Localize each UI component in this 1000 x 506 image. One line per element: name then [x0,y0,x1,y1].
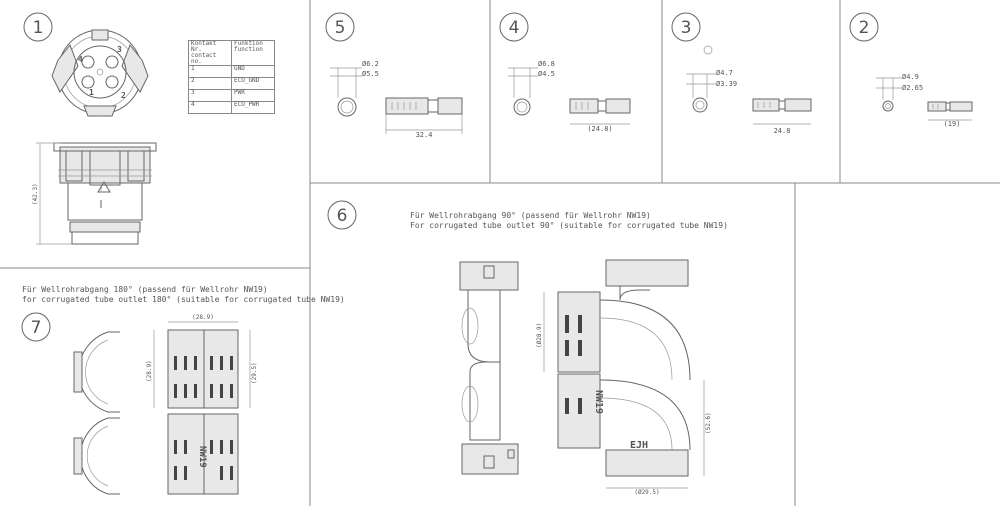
connector-front-view: 4 3 1 2 [51,29,149,117]
svg-text:NW19: NW19 [593,390,604,414]
s6-caption-en: For corrugated tube outlet 90° (suitable… [410,221,728,230]
table-row: 1 GND [188,65,275,78]
svg-text:(24.8): (24.8) [587,125,612,133]
tube-outlet-180-halves [73,331,120,495]
svg-text:(29.5): (29.5) [251,362,258,384]
svg-text:7: 7 [31,318,42,338]
svg-text:2: 2 [859,18,870,38]
table-row: 3 PWR [188,89,275,102]
svg-text:Ø5.5: Ø5.5 [362,70,379,78]
tube-outlet-180-front: NW19 (28.9) (28.9) (29.5) [146,314,258,495]
s7-caption-de: Für Wellrohrabgang 180° (passend für Wel… [22,285,268,294]
section-number-4: 4 [499,12,529,42]
svg-text:Ø3.39: Ø3.39 [716,80,737,88]
svg-text:Ø2.65: Ø2.65 [902,84,923,92]
contact-4-drawing: Ø6.8 Ø4.5 (24.8) [508,60,631,133]
svg-text:Ø4.9: Ø4.9 [902,73,919,81]
svg-text:(28.9): (28.9) [146,360,153,382]
svg-text:2: 2 [121,91,126,100]
svg-text:3: 3 [681,18,692,38]
tube-outlet-90-front: NW19 EJH (Ø28.9) (52.6) (Ø29.5) [536,259,712,496]
section-number-3: 3 [671,12,701,42]
svg-text:(Ø29.5): (Ø29.5) [634,489,659,496]
section-number-2: 2 [849,12,879,42]
contact-2-drawing: Ø4.9 Ø2.65 (19) [876,73,973,128]
svg-text:!: ! [99,186,103,193]
s6-caption-de: Für Wellrohrabgang 90° (passend für Well… [410,211,651,220]
svg-text:32.4: 32.4 [416,131,433,139]
svg-text:(Ø28.9): (Ø28.9) [536,323,543,348]
contact-5-drawing: Ø6.2 Ø5.5 32.4 [330,60,463,139]
svg-text:6: 6 [337,206,348,226]
svg-text:3: 3 [117,45,122,54]
svg-text:Ø4.5: Ø4.5 [538,70,555,78]
tube-outlet-90-halves [459,261,519,475]
svg-text:4: 4 [509,18,520,38]
section-number-7: 7 [21,312,51,342]
table-row: 4 ECU_PWR [188,101,275,114]
table-row: 2 ECU_GND [188,77,275,90]
svg-text:1: 1 [33,18,44,38]
section-number-5: 5 [325,12,355,42]
svg-text:(52.6): (52.6) [705,412,712,434]
connector-side-view: ! (42.3) [32,142,157,245]
section-number-6: 6 [327,200,357,230]
section-number-1: 1 [23,12,53,42]
svg-text:EJH: EJH [630,440,648,451]
svg-text:(42.3): (42.3) [32,183,39,205]
svg-text:4: 4 [78,55,83,64]
svg-text:(28.9): (28.9) [192,314,214,321]
svg-text:Ø6.8: Ø6.8 [538,60,555,68]
contact-3-drawing: Ø4.7 Ø3.39 24.8 [686,45,812,135]
s7-caption-en: for corrugated tube outlet 180° (suitabl… [22,295,345,304]
header-contact: Kontakt Nr.contact no. [188,40,232,66]
svg-text:Ø6.2: Ø6.2 [362,60,379,68]
svg-text:1: 1 [89,88,94,97]
svg-text:Ø4.7: Ø4.7 [716,69,733,77]
svg-text:24.8: 24.8 [774,127,791,135]
svg-text:5: 5 [335,18,346,38]
svg-text:(19): (19) [944,120,961,128]
svg-text:NW19: NW19 [197,446,207,468]
